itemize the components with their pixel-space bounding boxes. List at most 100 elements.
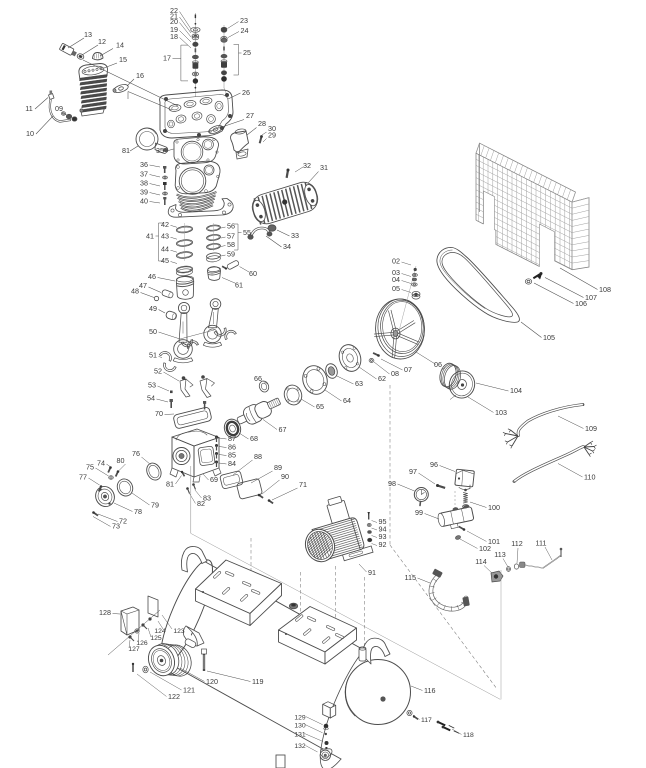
svg-text:73: 73 bbox=[112, 522, 120, 531]
svg-text:61: 61 bbox=[235, 281, 243, 290]
svg-text:68: 68 bbox=[250, 434, 258, 443]
svg-text:92: 92 bbox=[379, 540, 387, 549]
svg-text:50: 50 bbox=[149, 327, 157, 336]
svg-text:47: 47 bbox=[139, 281, 147, 290]
svg-text:83: 83 bbox=[203, 494, 211, 503]
svg-text:107: 107 bbox=[585, 293, 597, 302]
svg-text:29: 29 bbox=[268, 131, 276, 140]
svg-text:117: 117 bbox=[421, 717, 432, 724]
svg-text:95: 95 bbox=[379, 517, 387, 526]
svg-text:110: 110 bbox=[584, 473, 595, 482]
svg-text:123: 123 bbox=[173, 628, 185, 635]
svg-text:63: 63 bbox=[355, 379, 363, 388]
svg-text:26: 26 bbox=[242, 88, 250, 97]
svg-text:105: 105 bbox=[543, 333, 555, 342]
svg-text:51: 51 bbox=[149, 351, 157, 360]
svg-text:75: 75 bbox=[86, 463, 94, 472]
svg-text:72: 72 bbox=[119, 517, 127, 526]
svg-text:128: 128 bbox=[99, 608, 111, 617]
svg-text:81: 81 bbox=[166, 480, 174, 489]
svg-text:118: 118 bbox=[463, 732, 474, 739]
svg-text:115: 115 bbox=[405, 573, 416, 582]
svg-text:44: 44 bbox=[161, 245, 169, 254]
svg-text:120: 120 bbox=[206, 677, 218, 686]
svg-text:124: 124 bbox=[154, 628, 166, 635]
svg-text:103: 103 bbox=[495, 408, 507, 417]
svg-text:45: 45 bbox=[161, 256, 169, 265]
svg-text:14: 14 bbox=[116, 41, 124, 50]
svg-text:101: 101 bbox=[488, 537, 500, 546]
svg-text:34: 34 bbox=[283, 242, 291, 251]
svg-text:130: 130 bbox=[294, 722, 306, 729]
svg-text:67: 67 bbox=[279, 425, 287, 434]
svg-text:16: 16 bbox=[136, 71, 144, 80]
svg-text:55: 55 bbox=[243, 228, 251, 237]
svg-text:43: 43 bbox=[161, 232, 169, 241]
svg-text:112: 112 bbox=[511, 539, 522, 548]
svg-text:18: 18 bbox=[170, 32, 178, 41]
svg-text:23: 23 bbox=[240, 16, 248, 25]
svg-text:40: 40 bbox=[140, 197, 148, 206]
svg-text:49: 49 bbox=[149, 304, 157, 313]
svg-text:56: 56 bbox=[227, 222, 235, 231]
svg-text:111: 111 bbox=[536, 539, 547, 548]
svg-text:127: 127 bbox=[128, 646, 140, 653]
svg-text:116: 116 bbox=[424, 686, 435, 695]
svg-text:30: 30 bbox=[268, 124, 276, 133]
svg-text:13: 13 bbox=[84, 30, 92, 39]
svg-text:53: 53 bbox=[148, 381, 156, 390]
svg-text:11: 11 bbox=[25, 104, 32, 113]
svg-text:70: 70 bbox=[155, 409, 163, 418]
svg-text:96: 96 bbox=[430, 460, 438, 469]
svg-text:76: 76 bbox=[132, 449, 140, 458]
svg-text:33: 33 bbox=[291, 231, 299, 240]
svg-text:106: 106 bbox=[575, 299, 587, 308]
svg-text:58: 58 bbox=[227, 240, 235, 249]
svg-text:22: 22 bbox=[170, 6, 178, 15]
svg-text:69: 69 bbox=[210, 475, 218, 484]
svg-text:25: 25 bbox=[243, 48, 251, 57]
svg-text:62: 62 bbox=[378, 374, 386, 383]
svg-text:17: 17 bbox=[163, 54, 171, 63]
svg-text:08: 08 bbox=[391, 369, 399, 378]
svg-text:122: 122 bbox=[168, 692, 180, 701]
svg-text:46: 46 bbox=[148, 272, 156, 281]
svg-text:99: 99 bbox=[415, 508, 423, 517]
svg-text:97: 97 bbox=[409, 467, 417, 476]
svg-text:79: 79 bbox=[151, 501, 159, 510]
svg-text:126: 126 bbox=[136, 640, 148, 647]
svg-text:131: 131 bbox=[294, 731, 306, 738]
svg-text:94: 94 bbox=[379, 525, 387, 534]
svg-text:74: 74 bbox=[97, 459, 105, 468]
svg-text:81: 81 bbox=[122, 146, 130, 155]
svg-text:42: 42 bbox=[161, 220, 169, 229]
svg-text:90: 90 bbox=[281, 472, 289, 481]
svg-text:60: 60 bbox=[249, 269, 257, 278]
svg-text:20: 20 bbox=[170, 17, 178, 26]
svg-text:57: 57 bbox=[227, 232, 235, 241]
svg-text:98: 98 bbox=[388, 479, 396, 488]
svg-text:119: 119 bbox=[252, 677, 263, 686]
svg-text:84: 84 bbox=[228, 459, 236, 468]
svg-text:28: 28 bbox=[258, 119, 266, 128]
svg-text:31: 31 bbox=[320, 163, 328, 172]
svg-text:113: 113 bbox=[494, 550, 505, 559]
svg-text:71: 71 bbox=[299, 480, 307, 489]
svg-text:78: 78 bbox=[134, 507, 142, 516]
svg-text:121: 121 bbox=[183, 686, 195, 695]
svg-text:100: 100 bbox=[488, 503, 500, 512]
svg-text:65: 65 bbox=[316, 402, 324, 411]
svg-text:89: 89 bbox=[274, 463, 282, 472]
svg-text:109: 109 bbox=[585, 424, 597, 433]
svg-text:54: 54 bbox=[147, 394, 155, 403]
svg-text:03: 03 bbox=[392, 268, 400, 277]
svg-text:64: 64 bbox=[343, 396, 351, 405]
svg-text:104: 104 bbox=[510, 386, 522, 395]
svg-text:24: 24 bbox=[241, 26, 249, 35]
svg-text:38: 38 bbox=[140, 179, 148, 188]
svg-text:27: 27 bbox=[246, 111, 254, 120]
svg-text:06: 06 bbox=[434, 360, 442, 369]
svg-text:91: 91 bbox=[368, 568, 376, 577]
svg-text:04: 04 bbox=[392, 275, 400, 284]
svg-text:21: 21 bbox=[170, 12, 178, 21]
